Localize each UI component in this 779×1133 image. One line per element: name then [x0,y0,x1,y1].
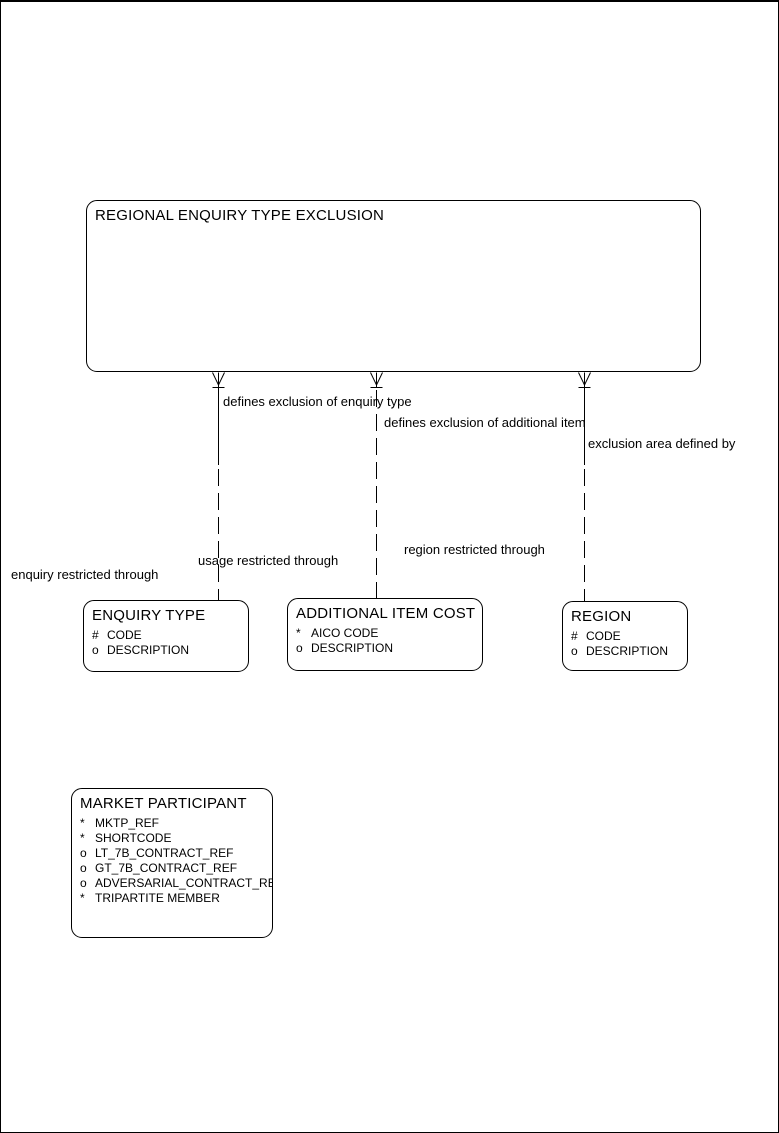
entity-region[interactable]: REGION # CODE o DESCRIPTION [562,601,688,671]
attribute-prefix: * [80,831,85,845]
attribute-row: * SHORTCODE [80,831,272,846]
entity-title: REGIONAL ENQUIRY TYPE EXCLUSION [95,207,385,224]
attribute-prefix: o [80,846,87,860]
attribute-row: o GT_7B_CONTRACT_REF [80,861,272,876]
crow-foot-icon [578,372,591,387]
entity-additional-item-cost[interactable]: ADDITIONAL ITEM COST * AICO CODE o DESCRIP… [287,598,483,671]
entity-title: REGION [571,608,632,625]
relationship-label-reverse-additional-item-cost: usage restricted through [198,553,339,568]
attribute-row: o DESCRIPTION [92,643,248,658]
attribute-row: # CODE [92,628,248,643]
entity-regional-enquiry-type-exclusion[interactable]: REGIONAL ENQUIRY TYPE EXCLUSION [86,200,701,372]
attribute-name: AICO CODE [311,626,379,640]
attribute-name: DESCRIPTION [311,641,394,655]
attribute-prefix: o [80,861,87,875]
relationship-label-forward-enquiry-type: defines exclusion of enquiry type [223,394,412,409]
entity-title: MARKET PARTICIPANT [80,795,247,812]
relationship-label-forward-additional-item-cost: defines exclusion of additional item [384,415,586,430]
entity-title: ENQUIRY TYPE [92,607,206,624]
attribute-name: TRIPARTITE MEMBER [95,891,220,905]
attribute-row: o DESCRIPTION [296,641,482,656]
attribute-prefix: * [80,891,85,905]
attribute-name: CODE [586,629,621,643]
attribute-row: o LT_7B_CONTRACT_REF [80,846,272,861]
relationship-label-reverse-region: region restricted through [404,542,545,557]
attribute-row: o ADVERSARIAL_CONTRACT_REF [80,876,272,891]
entity-market-participant[interactable]: MARKET PARTICIPANT *MKTP_REF *SHORTCODE … [71,788,273,938]
crow-foot-icon [370,372,383,387]
attribute-name: DESCRIPTION [586,644,669,658]
attribute-prefix: o [92,643,99,657]
attribute-name: DESCRIPTION [107,643,190,657]
attribute-name: CODE [107,628,142,642]
attribute-row: * MKTP_REF [80,816,272,831]
entity-title: ADDITIONAL ITEM COST [296,605,476,622]
attribute-prefix: # [92,628,99,642]
relationship-label-forward-region: exclusion area defined by [588,436,736,451]
attribute-prefix: # [571,629,578,643]
attribute-prefix: * [296,626,301,640]
relationship-line-region [578,372,591,601]
attribute-prefix: o [571,644,578,658]
entity-enquiry-type[interactable]: ENQUIRY TYPE # CODE o DESCRIPTION [83,600,249,672]
attribute-row: o DESCRIPTION [571,644,687,659]
attribute-name: ADVERSARIAL_CONTRACT_REF [95,876,272,890]
attribute-name: GT_7B_CONTRACT_REF [95,861,238,875]
attribute-row: * TRIPARTITE MEMBER [80,891,272,906]
attribute-name: MKTP_REF [95,816,160,830]
attribute-prefix: * [80,816,85,830]
relationship-label-reverse-enquiry-type: enquiry restricted through [11,567,159,582]
attribute-prefix: o [296,641,303,655]
attribute-row: # CODE [571,629,687,644]
crow-foot-icon [212,372,225,387]
attribute-row: * AICO CODE [296,626,482,641]
attribute-prefix: o [80,876,87,890]
attribute-name: LT_7B_CONTRACT_REF [95,846,234,860]
attribute-name: SHORTCODE [95,831,172,845]
